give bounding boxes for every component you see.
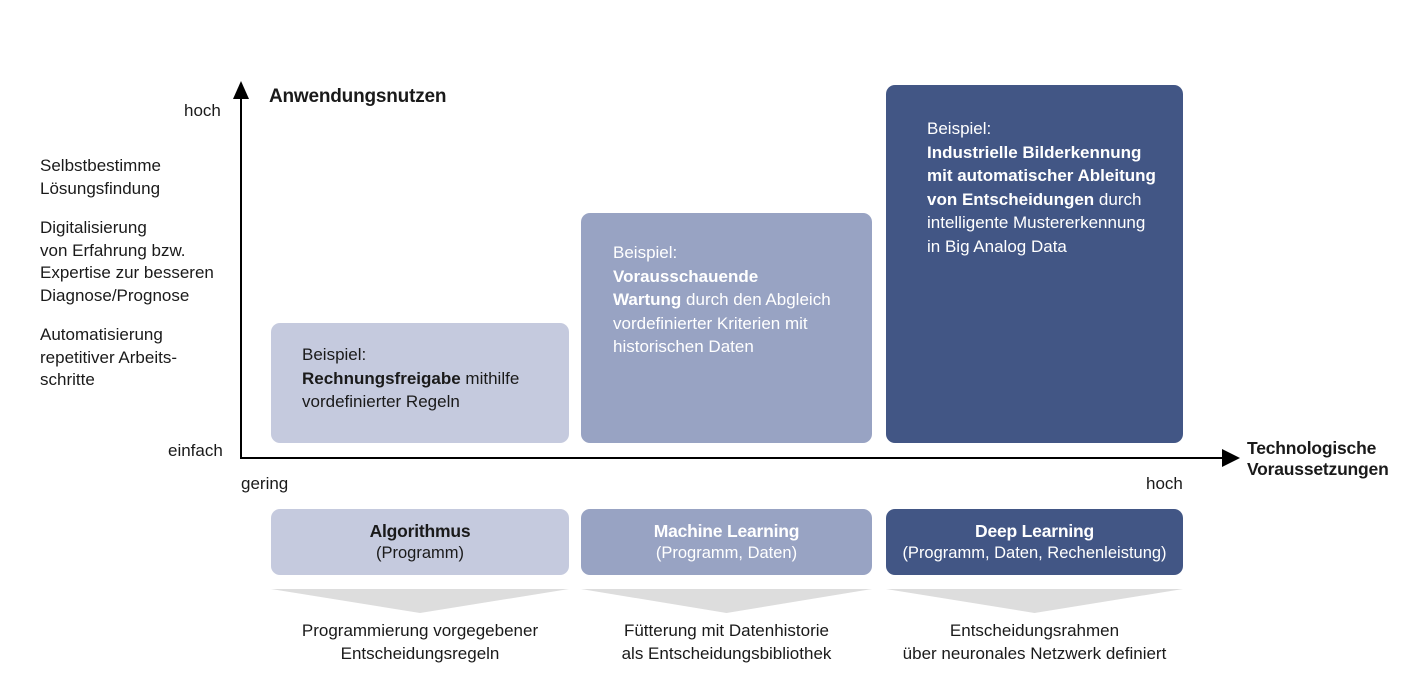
chevron-down-icon	[886, 589, 1183, 613]
example-box-deep-learning-text: Beispiel: Industrielle Bilderkennung mit…	[927, 117, 1156, 258]
example-box-machine-learning-text: Beispiel: Vorausschauende Wartung durch …	[613, 241, 831, 359]
example-box-algorithmus[interactable]: Beispiel: Rechnungsfreigabe mithilfe vor…	[271, 323, 569, 443]
example-lead: Beispiel:	[302, 345, 367, 364]
example-bold: Industrielle Bilderkennung mit automatis…	[927, 142, 1156, 209]
example-box-deep-learning[interactable]: Beispiel: Industrielle Bilderkennung mit…	[886, 85, 1183, 443]
x-axis-arrow-icon	[1222, 449, 1240, 467]
category-caption-deep-learning: Entscheidungsrahmen über neuronales Netz…	[902, 621, 1167, 663]
example-rest: mithilfe vordefinierter Regeln	[302, 368, 520, 412]
category-box-algorithmus[interactable]: Algorithmus (Programm)	[271, 509, 569, 575]
category-box-machine-learning[interactable]: Machine Learning (Programm, Daten)	[581, 509, 872, 575]
left-annotation-item: Automatisierung repetitiver Arbeits- sch…	[40, 325, 177, 389]
category-caption-algorithmus: Programmierung vorgegebener Entscheidung…	[301, 621, 539, 663]
example-lead: Beispiel:	[613, 243, 678, 262]
example-box-algorithmus-text: Beispiel: Rechnungsfreigabe mithilfe vor…	[302, 343, 519, 414]
y-axis-arrow-icon	[233, 81, 249, 99]
category-subtitle: (Programm)	[375, 544, 464, 562]
left-annotation-item: Selbstbestimme Lösungsfindung	[40, 156, 161, 198]
example-rest: durch den Abgleich vordefinierter Kriter…	[613, 290, 831, 356]
category-title: Algorithmus	[369, 521, 471, 541]
example-lead: Beispiel:	[927, 119, 992, 138]
category-box-deep-learning[interactable]: Deep Learning (Programm, Daten, Rechenle…	[886, 509, 1183, 575]
example-bold: Rechnungsfreigabe	[302, 368, 461, 388]
chevron-down-icon	[581, 589, 872, 613]
example-box-machine-learning[interactable]: Beispiel: Vorausschauende Wartung durch …	[581, 213, 872, 443]
x-axis-tick-high: hoch	[1146, 474, 1183, 493]
y-axis-title: Anwendungsnutzen	[269, 86, 447, 107]
example-bold: Vorausschauende Wartung	[613, 266, 759, 310]
category-caption-machine-learning: Fütterung mit Datenhistorie als Entschei…	[621, 621, 832, 663]
x-axis-line	[240, 457, 1225, 459]
y-axis-tick-low: einfach	[168, 441, 223, 460]
y-axis-line	[240, 95, 242, 459]
category-title: Machine Learning	[653, 521, 800, 541]
chevron-down-icon	[271, 589, 569, 613]
category-subtitle: (Programm, Daten)	[655, 544, 798, 562]
x-axis-title: Technologische Voraussetzungen	[1247, 438, 1389, 479]
category-title: Deep Learning	[975, 521, 1094, 541]
left-annotation-item: Digitalisierung von Erfahrung bzw. Exper…	[40, 218, 214, 305]
y-axis-tick-high: hoch	[184, 101, 221, 120]
example-rest: durch intelligente Mustererkennung in Bi…	[927, 189, 1146, 256]
category-subtitle: (Programm, Daten, Rechenleistung)	[902, 544, 1167, 562]
x-axis-tick-low: gering	[241, 474, 289, 493]
left-annotation-list: Selbstbestimme Lösungsfindung Digitalisi…	[40, 155, 240, 409]
